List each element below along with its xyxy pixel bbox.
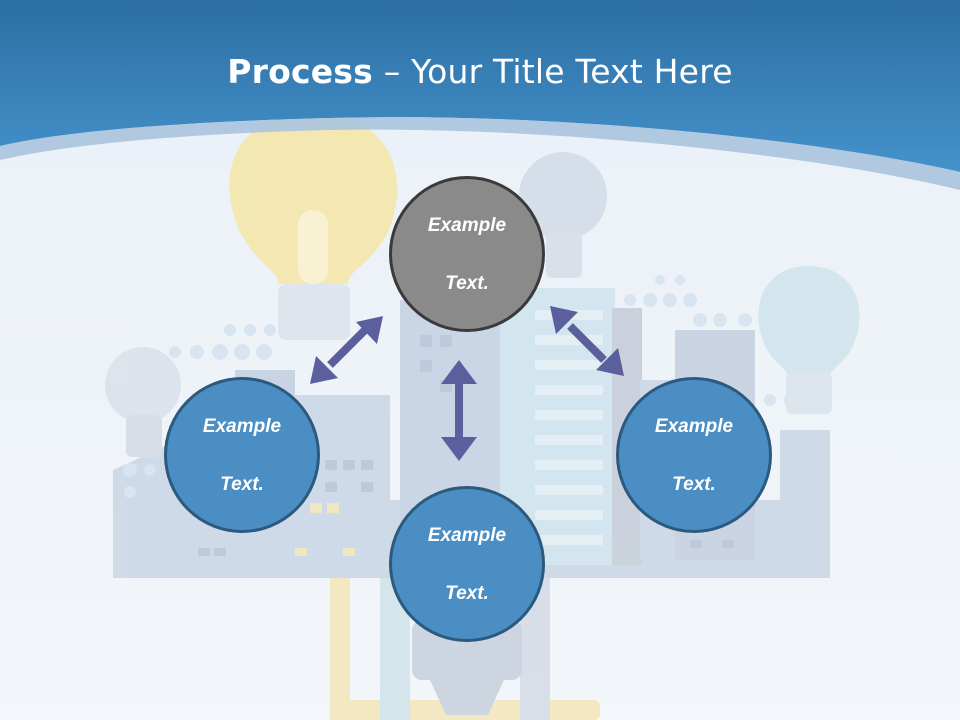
arrow-top-bottom — [441, 360, 477, 461]
yellow-bulb-icon — [229, 112, 398, 340]
node-right-line1: Example — [654, 415, 734, 437]
node-top-line1: Example — [427, 214, 507, 236]
node-bottom-line2: Text. — [445, 582, 489, 604]
title-rest: Your Title Text Here — [411, 52, 733, 91]
header-swoosh — [0, 117, 960, 190]
node-bottom-line1: Example — [427, 524, 507, 546]
node-left-line2: Text. — [220, 473, 264, 495]
grey-bulb-icon — [519, 152, 607, 278]
node-left-line1: Example — [202, 415, 282, 437]
slide-title: Process – Your Title Text Here — [0, 52, 960, 91]
header-band — [0, 0, 960, 172]
node-top-line2: Text. — [445, 272, 489, 294]
title-separator: – — [373, 52, 412, 91]
arrow-top-right — [550, 306, 624, 376]
title-strong: Process — [227, 52, 373, 91]
arrow-top-left — [310, 316, 383, 384]
node-right-line2: Text. — [672, 473, 716, 495]
left-bulb-icon — [105, 347, 181, 457]
teal-bulb-icon — [758, 266, 860, 414]
